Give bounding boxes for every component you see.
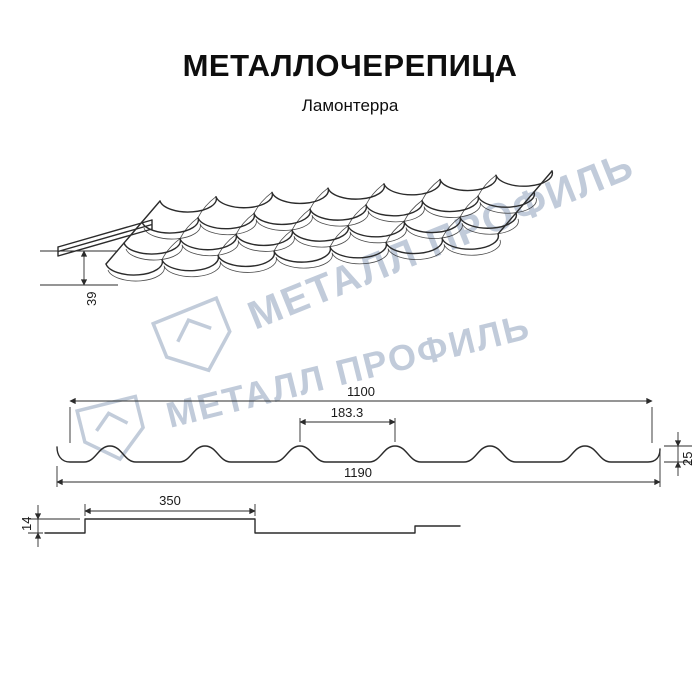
dimension-14: 14 bbox=[19, 505, 80, 547]
profile-cross-section: 1100 183.3 1190 25 bbox=[56, 384, 695, 487]
dimension-label-full-width: 1190 bbox=[344, 465, 372, 480]
step-profile-outline bbox=[44, 518, 461, 534]
brand-logo-icon bbox=[150, 295, 232, 373]
dimension-label-profile-height: 25 bbox=[680, 452, 695, 466]
watermark-lower: МЕТАЛЛ ПРОФИЛЬ bbox=[74, 306, 535, 462]
watermark-text: МЕТАЛЛ ПРОФИЛЬ bbox=[242, 143, 641, 338]
page-title: МЕТАЛЛОЧЕРЕПИЦА bbox=[182, 48, 518, 83]
roof-perspective-view: 39 bbox=[40, 170, 554, 306]
dimension-1190: 1190 bbox=[56, 452, 661, 487]
tile-row-edges bbox=[105, 170, 554, 276]
dimension-label-eave-step: 39 bbox=[84, 292, 99, 306]
dimension-25: 25 bbox=[664, 432, 695, 476]
dimension-1100: 1100 bbox=[69, 384, 653, 443]
dimension-39: 39 bbox=[40, 250, 118, 306]
dimension-350: 350 bbox=[84, 493, 256, 516]
dimension-label-module-length: 350 bbox=[159, 493, 181, 508]
eave-strip bbox=[57, 219, 153, 257]
dimension-label-step-height: 14 bbox=[19, 517, 34, 531]
dimension-label-cover-width: 1100 bbox=[347, 384, 375, 399]
wave-trough-lines bbox=[161, 174, 497, 260]
profile-outline bbox=[56, 445, 661, 463]
page-subtitle: Ламонтерра bbox=[301, 96, 399, 115]
brand-logo-icon bbox=[74, 394, 145, 462]
tile-row-shadow-lines bbox=[107, 197, 537, 282]
longitudinal-step-section: 350 14 bbox=[19, 493, 461, 547]
dimension-183-3: 183.3 bbox=[299, 405, 396, 442]
dimension-label-wave-pitch: 183.3 bbox=[331, 405, 364, 420]
sheet-side-edges bbox=[105, 170, 553, 265]
